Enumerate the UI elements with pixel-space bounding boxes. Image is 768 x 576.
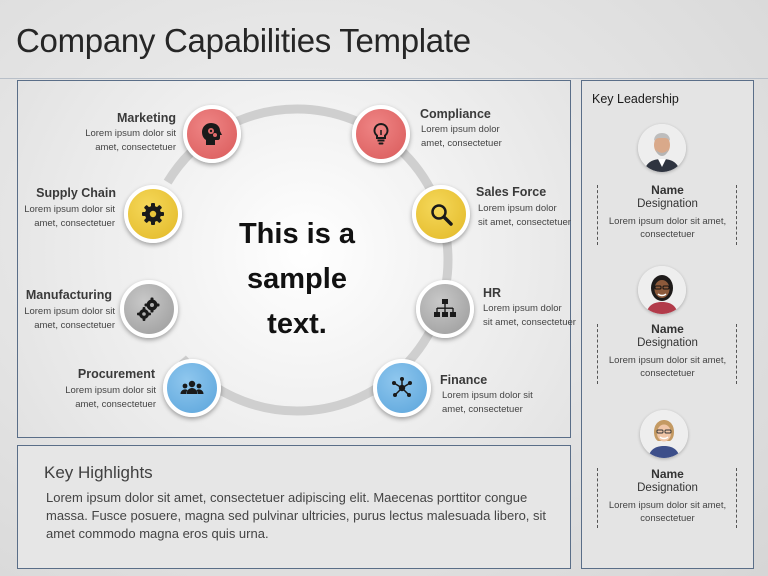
desc-line: amet, consectetuer — [75, 399, 156, 410]
sales-force-label: Sales Force — [476, 185, 547, 199]
desc-line: amet, consectetuer — [34, 320, 115, 331]
desc-line: amet, consectetuer — [421, 138, 502, 149]
gears-icon — [137, 297, 160, 321]
desc-line: Lorem ipsum dolor sit amet, — [608, 216, 727, 227]
supply-chain-label: Supply Chain — [36, 186, 116, 200]
sales-force-desc: Lorem ipsum dolor sit amet, consectetuer — [478, 202, 596, 230]
desc-line: Lorem ipsum dolor sit amet, — [608, 500, 727, 511]
leader-card — [597, 324, 737, 384]
desc-line: Lorem ipsum dolor sit — [442, 390, 533, 401]
manufacturing-label: Manufacturing — [25, 288, 112, 302]
hr-label: HR — [483, 286, 502, 300]
center-line: This is a — [238, 218, 356, 250]
center-line: sample — [247, 263, 347, 295]
hr-desc: Lorem ipsum dolor sit amet, consectetuer — [483, 302, 601, 330]
center-line: text. — [267, 308, 327, 340]
page-title: Company Capabilities Template — [16, 22, 471, 59]
network-icon — [392, 377, 412, 397]
desc-line: consectetuer — [640, 368, 695, 379]
supply-chain-node[interactable] — [124, 185, 182, 243]
avatar — [638, 266, 686, 314]
manufacturing-desc: Lorem ipsum dolor sit amet, consectetuer — [0, 305, 115, 333]
magnifier-icon — [431, 204, 453, 226]
gear-icon — [142, 203, 164, 225]
avatar — [640, 410, 688, 458]
marketing-node[interactable] — [183, 105, 241, 163]
leadership-title: Key Leadership — [592, 92, 679, 106]
sales-force-node[interactable] — [412, 185, 470, 243]
desc-line: sit amet, consectetuer — [478, 217, 571, 228]
leader-desc: Lorem ipsum dolor sit amet, consectetuer — [581, 354, 754, 380]
desc-line: sit amet, consectetuer — [483, 317, 576, 328]
leader-name: Name — [651, 467, 684, 481]
desc-line: Lorem ipsum dolor sit — [24, 306, 115, 317]
highlights-title: Key Highlights — [44, 463, 153, 482]
desc-line: Lorem ipsum dolor sit — [85, 128, 176, 139]
people-icon — [180, 380, 204, 394]
marketing-label: Marketing — [116, 111, 176, 125]
leader-desc: Lorem ipsum dolor sit amet, consectetuer — [581, 499, 754, 525]
desc-line: consectetuer — [640, 513, 695, 524]
procurement-label: Procurement — [77, 367, 155, 381]
manufacturing-node[interactable] — [120, 280, 178, 338]
supply-chain-desc: Lorem ipsum dolor sit amet, consectetuer — [0, 203, 115, 231]
procurement-desc: Lorem ipsum dolor sit amet, consectetuer — [38, 384, 156, 412]
leader-card — [597, 468, 737, 528]
capabilities-panel — [17, 80, 571, 438]
desc-line: Lorem ipsum dolor sit — [24, 204, 115, 215]
desc-line: Lorem ipsum dolor — [478, 203, 557, 214]
lightbulb-icon — [373, 122, 389, 145]
finance-desc: Lorem ipsum dolor sit amet, consectetuer — [442, 389, 560, 417]
desc-line: amet, consectetuer — [34, 218, 115, 229]
procurement-node[interactable] — [163, 359, 221, 417]
leader-desc: Lorem ipsum dolor sit amet, consectetuer — [581, 215, 754, 241]
leader-name: Name — [651, 183, 684, 197]
leader-card — [597, 185, 737, 245]
compliance-label: Compliance — [420, 107, 491, 121]
avatar — [638, 124, 686, 172]
title-divider — [0, 78, 768, 79]
finance-node[interactable] — [373, 359, 431, 417]
head-gears-icon — [202, 123, 222, 145]
desc-line: Lorem ipsum dolor sit — [65, 385, 156, 396]
desc-line: consectetuer — [640, 229, 695, 240]
compliance-desc: Lorem ipsum dolor amet, consectetuer — [421, 123, 539, 151]
leader-designation: Designation — [637, 482, 698, 494]
desc-line: Lorem ipsum dolor — [483, 303, 562, 314]
leader-designation: Designation — [637, 198, 698, 210]
hr-node[interactable] — [416, 280, 474, 338]
compliance-node[interactable] — [352, 105, 410, 163]
leader-name: Name — [651, 322, 684, 336]
center-text: This is a sample text. — [205, 212, 389, 347]
desc-line: Lorem ipsum dolor — [421, 124, 500, 135]
desc-line: Lorem ipsum dolor sit amet, — [608, 355, 727, 366]
highlights-body: Lorem ipsum dolor sit amet, consectetuer… — [46, 490, 547, 541]
org-chart-icon — [434, 299, 456, 317]
person-photo-icon — [640, 410, 688, 458]
finance-label: Finance — [440, 373, 488, 387]
person-photo-icon — [638, 266, 686, 314]
marketing-desc: Lorem ipsum dolor sit amet, consectetuer — [58, 127, 176, 155]
desc-line: amet, consectetuer — [442, 404, 523, 415]
person-photo-icon — [638, 124, 686, 172]
highlights-panel — [17, 445, 571, 569]
desc-line: amet, consectetuer — [95, 142, 176, 153]
leader-designation: Designation — [637, 337, 698, 349]
